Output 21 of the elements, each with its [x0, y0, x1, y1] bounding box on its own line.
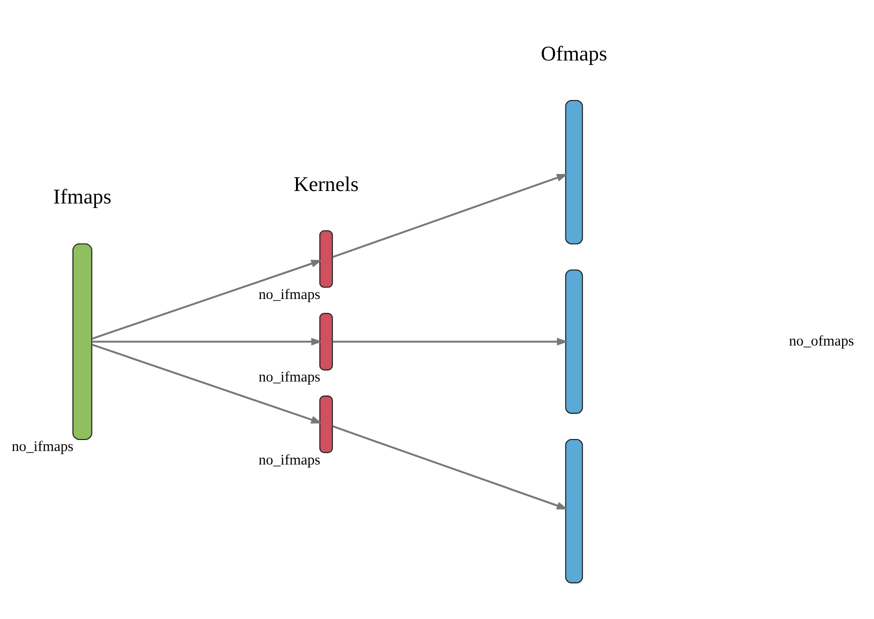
label: Ifmaps	[53, 184, 112, 209]
label: no_ofmaps	[788, 334, 854, 350]
label: Kernels	[294, 172, 359, 196]
node-label: no_ifmaps	[258, 452, 320, 468]
arrow	[92, 344, 322, 424]
node-bar	[565, 438, 583, 584]
arrow	[332, 425, 568, 510]
node-label: no_ifmaps	[258, 286, 320, 303]
arrow	[92, 260, 322, 340]
node-bar	[319, 230, 333, 288]
node-bar	[565, 100, 583, 244]
node-label: no_ifmaps	[12, 439, 74, 456]
node-bar	[72, 243, 92, 440]
node-bar	[319, 396, 333, 454]
label: Ofmaps	[540, 41, 608, 66]
node-bar	[565, 269, 583, 414]
node-bar	[319, 312, 333, 370]
arrow	[332, 174, 568, 258]
arrow	[332, 338, 568, 346]
arrow	[92, 338, 322, 346]
node-label: no_ifmaps	[258, 370, 320, 386]
